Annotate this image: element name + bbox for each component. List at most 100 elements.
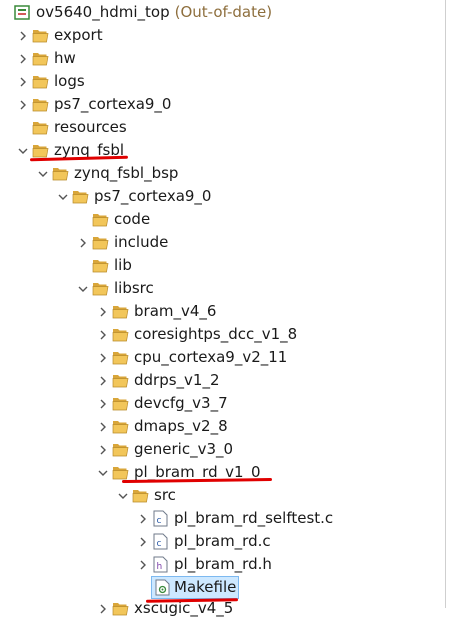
folder-open-icon [92,211,109,228]
folder-open-icon [92,280,109,297]
tree-row-selftest-c[interactable]: c pl_bram_rd_selftest.c [0,507,454,530]
folder-open-icon [32,27,49,44]
tree-label: Makefile [174,578,237,596]
tree-label: bram_v4_6 [134,302,217,320]
tree-row-include[interactable]: include [0,231,454,254]
tree-label: logs [54,72,85,90]
tree-row-dmaps[interactable]: dmaps_v2_8 [0,415,454,438]
panel-divider [445,0,446,608]
folder-open-icon [32,73,49,90]
chevron-right-icon[interactable] [136,507,150,530]
folder-open-icon [112,600,129,617]
tree-label: pl_bram_rd_selftest.c [174,509,334,527]
tree-row-pl-bram-rd[interactable]: pl_bram_rd_v1_0 [0,461,454,484]
tree-label: pl_bram_rd.h [174,555,272,573]
tree-label: src [154,486,176,504]
tree-row-libsrc[interactable]: libsrc [0,277,454,300]
tree-row-makefile[interactable]: Makefile [0,576,454,599]
chevron-right-icon[interactable] [96,392,110,415]
tree-row-zynq-fsbl[interactable]: zynq_fsbl [0,139,454,162]
tree-label: ps7_cortexa9_0 [94,187,212,205]
tree-label: pl_bram_rd_v1_0 [134,463,261,481]
chevron-right-icon[interactable] [16,93,30,116]
tree-row-resources[interactable]: resources [0,116,454,139]
folder-open-icon [92,257,109,274]
tree-row-generic[interactable]: generic_v3_0 [0,438,454,461]
tree-label: cpu_cortexa9_v2_11 [134,348,288,366]
chevron-right-icon[interactable] [136,530,150,553]
tree-row-zynq-fsbl-bsp[interactable]: zynq_fsbl_bsp [0,162,454,185]
svg-text:c: c [157,516,162,526]
project-name: ov5640_hdmi_top [36,3,170,21]
tree-label: ddrps_v1_2 [134,371,220,389]
chevron-right-icon[interactable] [96,300,110,323]
chevron-down-icon[interactable] [96,461,110,484]
chevron-right-icon[interactable] [96,323,110,346]
folder-open-icon [132,487,149,504]
chevron-down-icon[interactable] [116,484,130,507]
chevron-right-icon[interactable] [16,47,30,70]
chevron-down-icon[interactable] [36,162,50,185]
chevron-right-icon[interactable] [96,369,110,392]
c-file-icon: c [152,510,169,527]
tree-label: pl_bram_rd.c [174,532,271,550]
tree-label: generic_v3_0 [134,440,234,458]
tree-row-bram[interactable]: bram_v4_6 [0,300,454,323]
folder-open-icon [112,464,129,481]
tree-row-rd-c[interactable]: c pl_bram_rd.c [0,530,454,553]
tree-row-logs[interactable]: logs [0,70,454,93]
folder-open-icon [112,372,129,389]
chevron-right-icon[interactable] [96,415,110,438]
project-status: (Out-of-date) [174,3,273,21]
chevron-down-icon[interactable] [56,185,70,208]
tree-row-src[interactable]: src [0,484,454,507]
tree-label: zynq_fsbl [54,141,125,159]
chevron-right-icon[interactable] [136,553,150,576]
tree-label: devcfg_v3_7 [134,394,228,412]
tree-label: libsrc [114,279,154,297]
tree-label: ps7_cortexa9_0 [54,95,172,113]
folder-open-icon [32,119,49,136]
tree-row-ddrps[interactable]: ddrps_v1_2 [0,369,454,392]
chevron-right-icon[interactable] [96,438,110,461]
tree-row-ps7[interactable]: ps7_cortexa9_0 [0,185,454,208]
project-icon [14,4,31,21]
folder-open-icon [92,234,109,251]
tree-row-project[interactable]: ov5640_hdmi_top (Out-of-date) [0,1,440,24]
svg-text:c: c [157,539,162,549]
folder-open-icon [32,142,49,159]
tree-row-export[interactable]: export [0,24,454,47]
tree-label: export [54,26,103,44]
chevron-right-icon[interactable] [16,24,30,47]
tree-row-ps7-top[interactable]: ps7_cortexa9_0 [0,93,454,116]
c-file-icon: c [152,533,169,550]
selected-item[interactable]: Makefile [150,576,240,599]
tree-row-coresightps[interactable]: coresightps_dcc_v1_8 [0,323,454,346]
tree-label: include [114,233,169,251]
tree-row-devcfg[interactable]: devcfg_v3_7 [0,392,454,415]
chevron-down-icon[interactable] [76,277,90,300]
folder-open-icon [32,50,49,67]
chevron-right-icon[interactable] [16,70,30,93]
tree-label: lib [114,256,132,274]
tree-row-code[interactable]: code [0,208,454,231]
tree-row-lib[interactable]: lib [0,254,454,277]
folder-open-icon [52,165,69,182]
folder-open-icon [112,303,129,320]
folder-open-icon [32,96,49,113]
tree-label: zynq_fsbl_bsp [74,164,179,182]
chevron-right-icon[interactable] [76,231,90,254]
tree-row-rd-h[interactable]: h pl_bram_rd.h [0,553,454,576]
tree-label: hw [54,49,76,67]
tree-label: code [114,210,151,228]
chevron-down-icon[interactable] [16,139,30,162]
tree-label: coresightps_dcc_v1_8 [134,325,298,343]
makefile-icon [154,579,171,596]
folder-open-icon [112,395,129,412]
folder-open-icon [72,188,89,205]
chevron-right-icon[interactable] [96,346,110,369]
chevron-right-icon[interactable] [96,597,110,620]
tree-row-hw[interactable]: hw [0,47,454,70]
folder-open-icon [112,349,129,366]
tree-row-cpu[interactable]: cpu_cortexa9_v2_11 [0,346,454,369]
